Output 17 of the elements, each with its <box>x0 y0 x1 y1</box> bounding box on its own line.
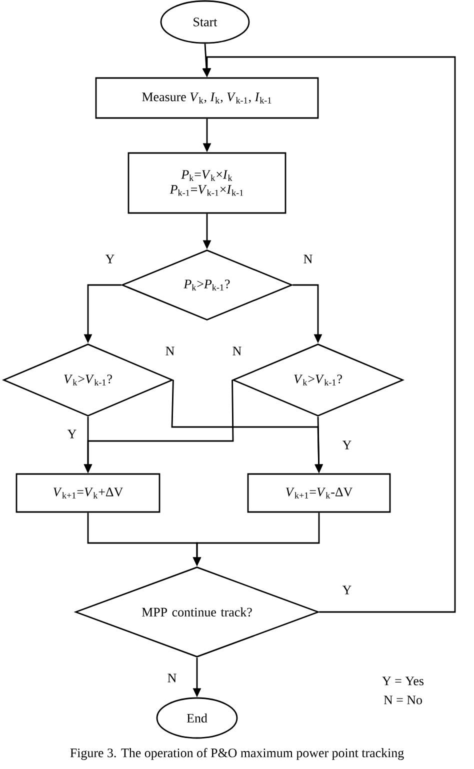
edge-label: Y <box>66 428 78 440</box>
edge-label: Y <box>341 440 353 450</box>
process-box: P$_{k}$=V$_{k}$×I$_{k}$ P$_{k-1}$=V$_{k-1}$×I$_{k-1}$ <box>128 152 286 214</box>
legend-note: N = No <box>384 696 422 704</box>
edge-label: Y <box>341 584 353 596</box>
figure-caption: Figure 3. The operation of P&O maximum power point tracking <box>70 748 404 760</box>
edge-label: Y <box>104 254 116 264</box>
edge-label: N <box>231 346 243 356</box>
edge-label: N <box>302 254 314 264</box>
edge-label: N <box>164 346 176 356</box>
edge-label: N <box>166 672 178 684</box>
process-box: V$_{k+1}$=V$_{k}$+ΔV <box>16 473 160 513</box>
start-terminal: Start <box>160 0 250 44</box>
end-terminal: End <box>156 697 238 739</box>
process-box: V$_{k+1}$=V$_{k}$-ΔV <box>247 473 391 513</box>
process-box: Measure V$_{k}$, I$_{k}$, V$_{k-1}$, I$_{k-1}$ <box>95 77 319 119</box>
legend-note: Y = Yes <box>382 676 424 686</box>
